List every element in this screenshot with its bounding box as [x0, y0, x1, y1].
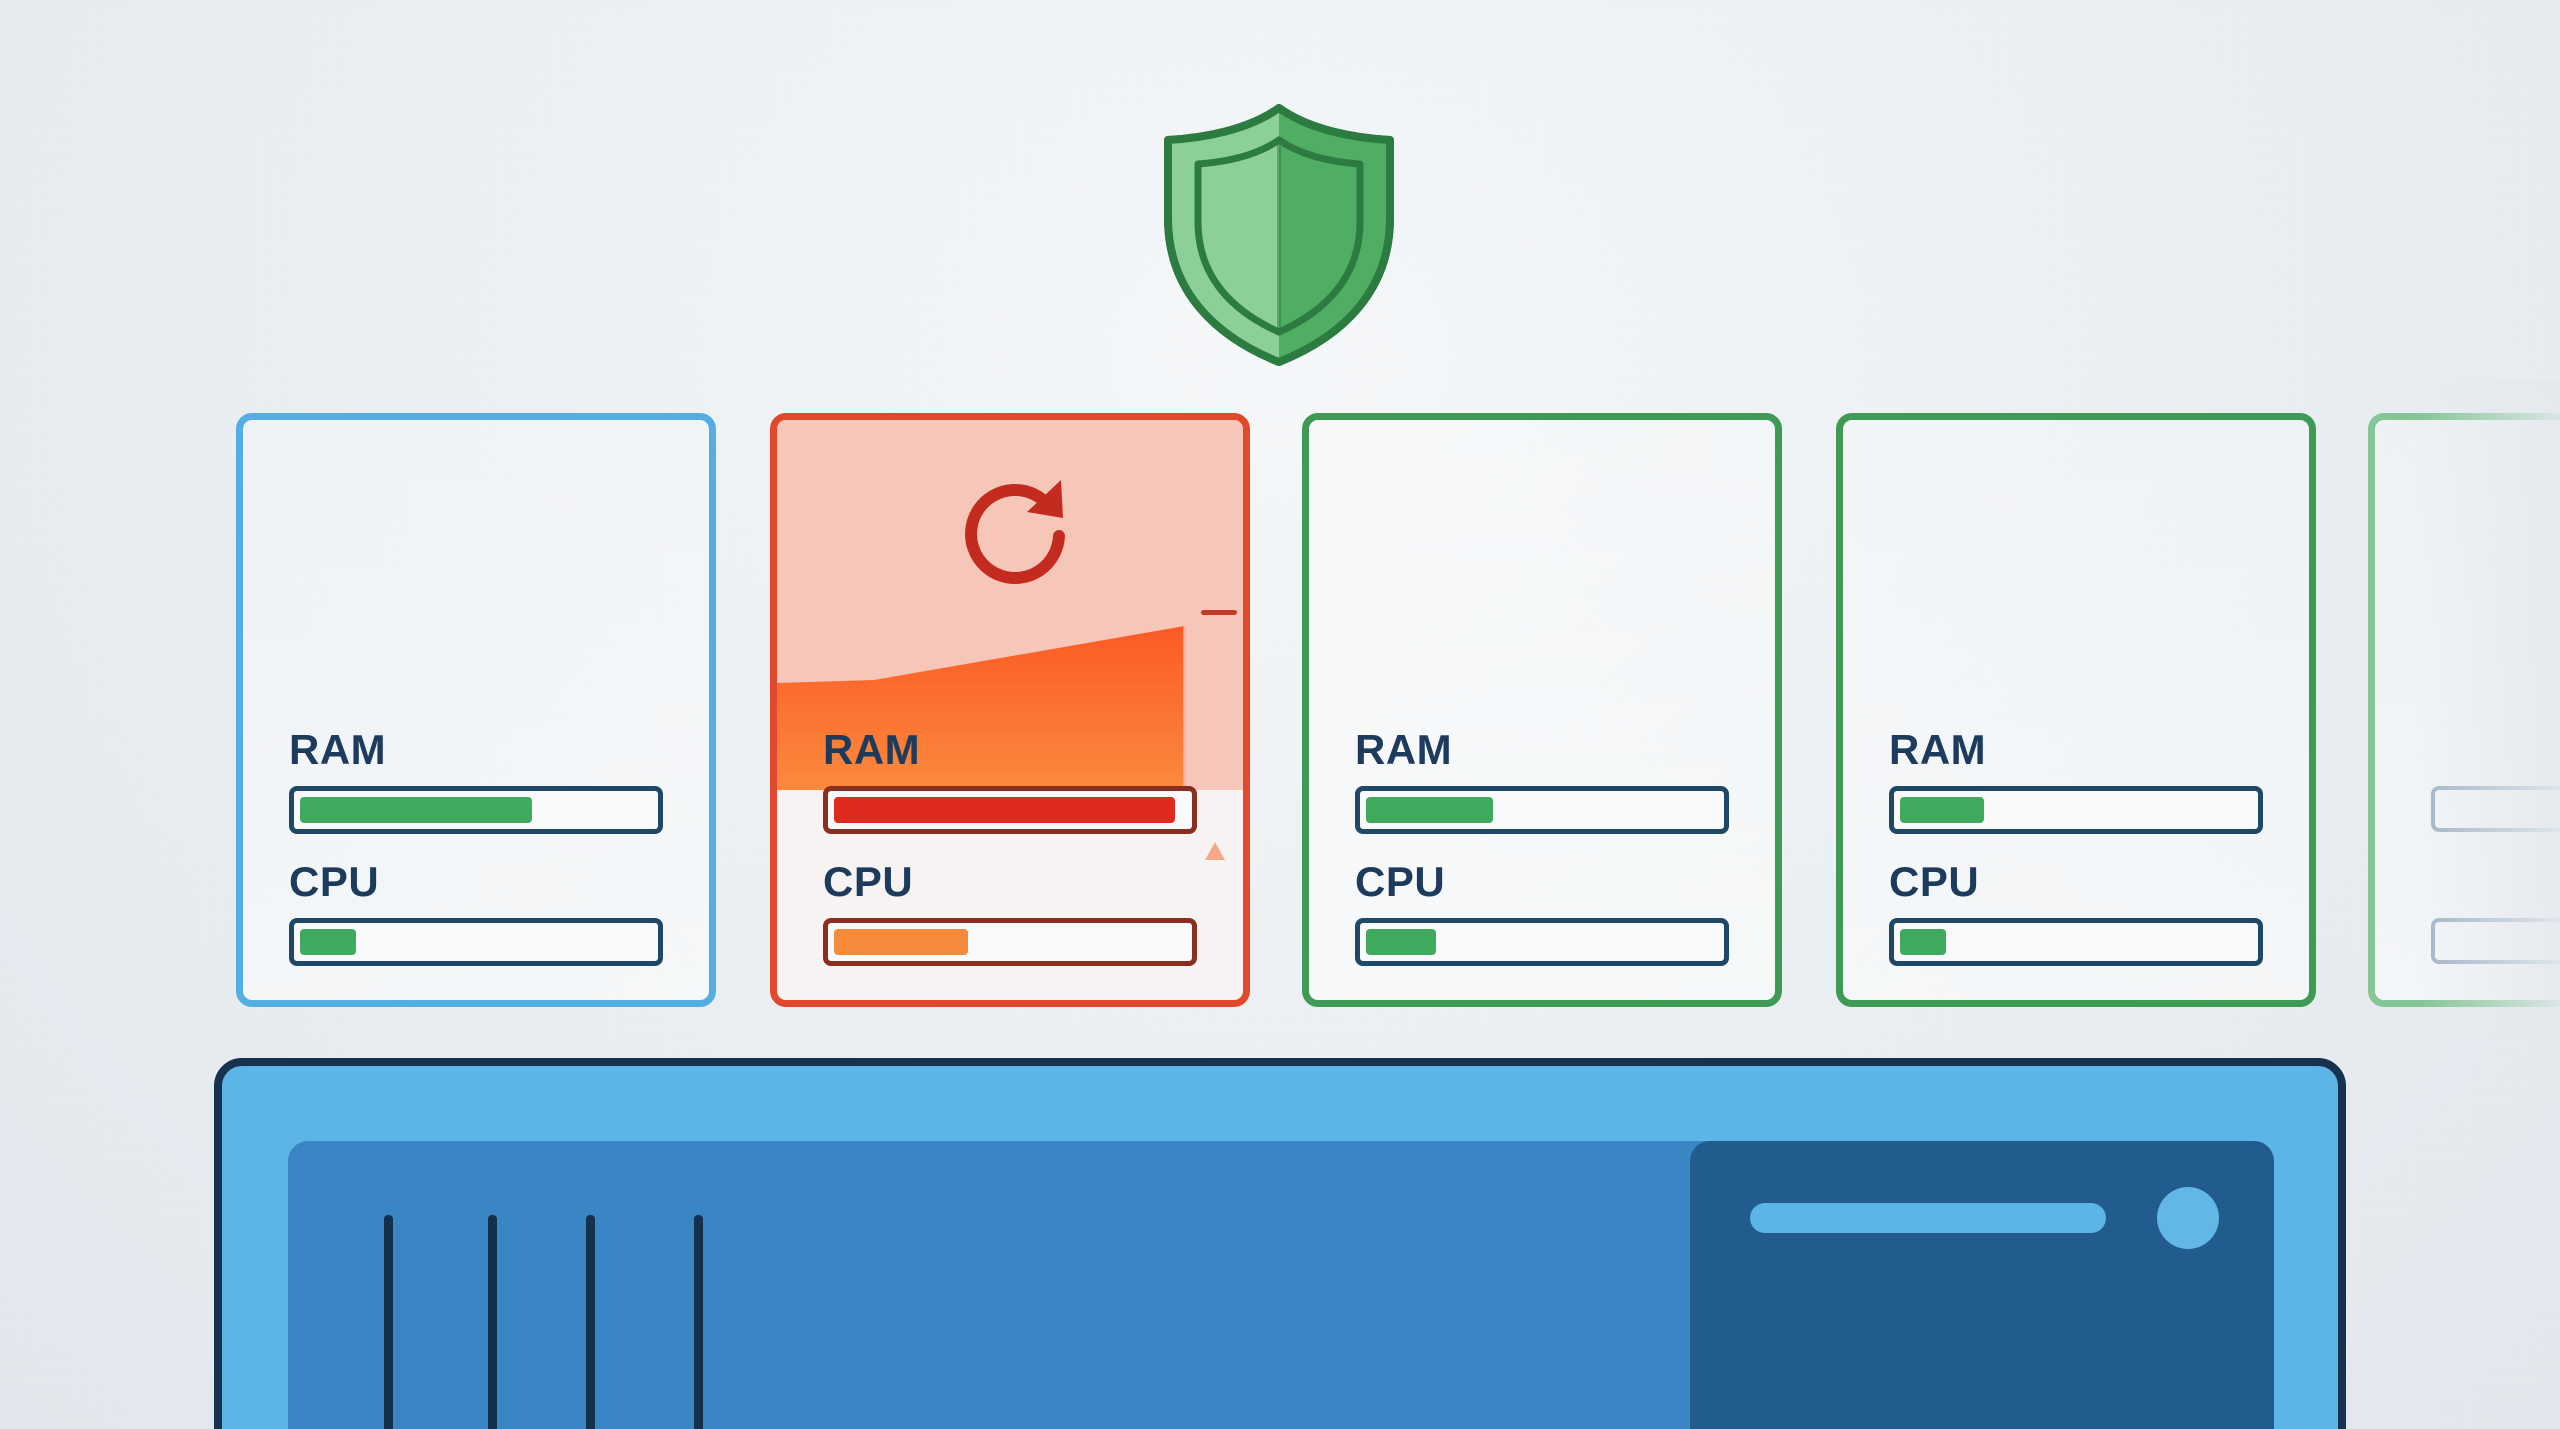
- cpu-usage-bar: [2431, 918, 2560, 964]
- ram-usage-fill: [1366, 797, 1493, 823]
- cpu-usage-bar: [1355, 918, 1729, 966]
- cpu-usage-fill: [834, 929, 968, 955]
- power-led-icon: [2157, 1187, 2219, 1249]
- ram-usage-fill: [300, 797, 532, 823]
- ram-usage-fill: [1900, 797, 1984, 823]
- container-card-1[interactable]: RAM CPU: [236, 413, 716, 1007]
- refresh-icon: [965, 480, 1065, 584]
- server-body: [288, 1141, 2274, 1429]
- container-card-3[interactable]: RAM CPU: [1302, 413, 1782, 1007]
- ram-usage-bar: [1889, 786, 2263, 834]
- cpu-label: CPU: [1355, 858, 1446, 905]
- cpu-usage-fill: [300, 929, 356, 955]
- cpu-usage-bar: [1889, 918, 2263, 966]
- ram-usage-fill: [834, 797, 1175, 823]
- warning-icon: [1205, 842, 1225, 860]
- ram-usage-bar: [1355, 786, 1729, 834]
- server-host: [214, 1058, 2346, 1429]
- cpu-usage-fill: [1900, 929, 1946, 955]
- container-card-5[interactable]: [2368, 413, 2560, 1007]
- cpu-usage-bar: [823, 918, 1197, 966]
- memory-spike-area: [777, 420, 1243, 790]
- ram-usage-bar: [289, 786, 663, 834]
- ram-label: RAM: [1889, 726, 1987, 773]
- cpu-label: CPU: [1889, 858, 1980, 905]
- container-card-4[interactable]: RAM CPU: [1836, 413, 2316, 1007]
- ram-usage-bar: [823, 786, 1197, 834]
- server-vent: [586, 1215, 595, 1429]
- cpu-usage-bar: [289, 918, 663, 966]
- server-front-panel: [1690, 1141, 2274, 1429]
- cpu-label: CPU: [823, 858, 914, 905]
- threshold-marker: [1201, 610, 1237, 615]
- drive-slot: [1750, 1203, 2106, 1233]
- shield-icon: [1164, 104, 1394, 366]
- server-vent: [694, 1215, 703, 1429]
- ram-label: RAM: [1355, 726, 1453, 773]
- cpu-usage-fill: [1366, 929, 1436, 955]
- server-vent: [488, 1215, 497, 1429]
- ram-label: RAM: [823, 726, 921, 773]
- server-vent: [384, 1215, 393, 1429]
- ram-label: RAM: [289, 726, 387, 773]
- cpu-label: CPU: [289, 858, 380, 905]
- container-card-2[interactable]: RAM CPU: [770, 413, 1250, 1007]
- ram-usage-bar: [2431, 786, 2560, 832]
